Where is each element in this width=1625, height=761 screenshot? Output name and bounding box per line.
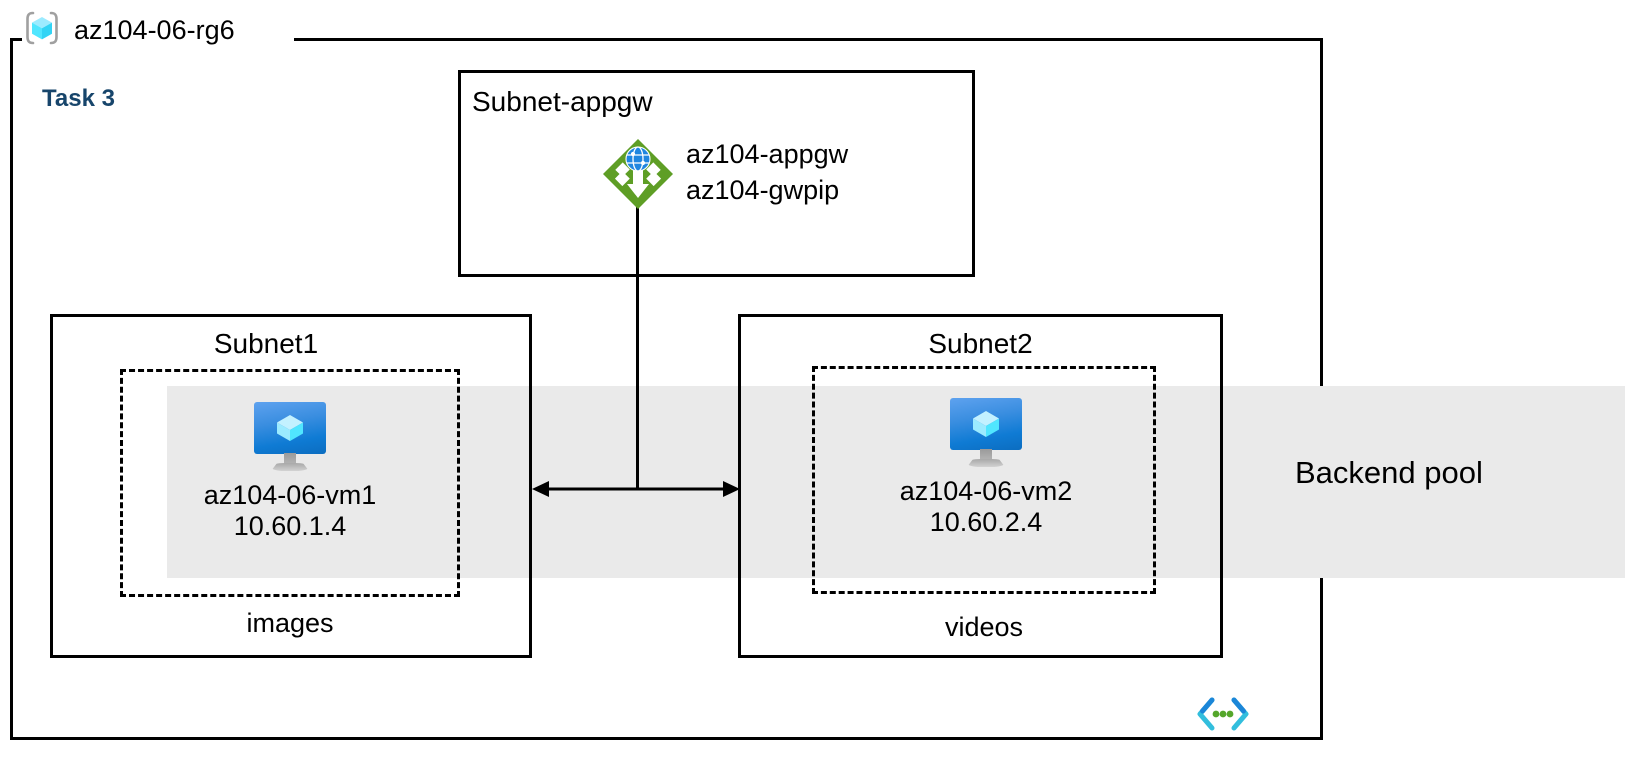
resource-group-name: az104-06-rg6 (74, 14, 235, 45)
subnet-to-subnet-arrow (532, 471, 740, 507)
resource-group-title: az104-06-rg6 (22, 8, 235, 52)
task-label: Task 3 (42, 85, 115, 112)
virtual-machine-icon (254, 402, 326, 471)
vm2-icon-holder (866, 398, 1106, 467)
application-gateway-icon (600, 136, 676, 212)
subnet2-dashed-boundary (812, 366, 1156, 594)
subnet-appgw-box (458, 70, 975, 277)
backend-pool-label: Backend pool (1295, 455, 1483, 490)
vm1-labels: az104-06-vm1 10.60.1.4 (168, 480, 412, 543)
appgw-connector-line (636, 205, 639, 490)
subnet2-title: Subnet2 (928, 328, 1033, 359)
vm2-node: az104-06-vm2 10.60.2.4 (866, 398, 1106, 539)
subnet1-dashed-boundary (120, 369, 460, 597)
vm2-name: az104-06-vm2 (899, 476, 1073, 506)
vm1-ip: 10.60.1.4 (233, 511, 347, 542)
backend-pool-band (167, 386, 1625, 578)
virtual-machine-icon (950, 398, 1022, 467)
vm1-name: az104-06-vm1 (203, 480, 377, 510)
vm1-node: az104-06-vm1 10.60.1.4 (168, 402, 412, 543)
subnet-appgw-title: Subnet-appgw (472, 86, 653, 117)
appgw-resource-name: az104-appgw (686, 139, 849, 170)
vm2-ip: 10.60.2.4 (929, 507, 1043, 538)
virtual-network-icon (1195, 694, 1251, 734)
subnet2-caption: videos (944, 612, 1024, 642)
application-gateway-node: az104-appgw az104-gwpip (600, 136, 848, 212)
subnet2-box (738, 314, 1223, 658)
vm1-icon-holder (168, 402, 412, 471)
subnet1-box (50, 314, 532, 658)
azure-resource-group-icon (22, 8, 62, 53)
application-gateway-labels: az104-appgw az104-gwpip (686, 137, 848, 210)
vm2-labels: az104-06-vm2 10.60.2.4 (866, 476, 1106, 539)
subnet1-caption: images (246, 608, 334, 638)
resource-group-title-gap (22, 28, 294, 50)
appgw-public-ip-name: az104-gwpip (686, 175, 840, 205)
subnet1-title: Subnet1 (213, 328, 319, 359)
